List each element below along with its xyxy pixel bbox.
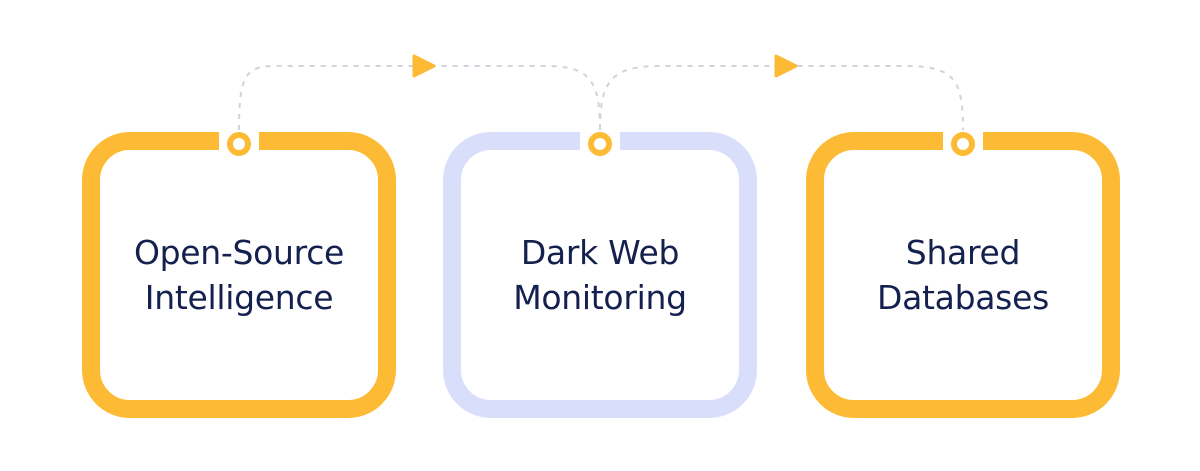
step-label-line: Shared xyxy=(905,233,1021,272)
step-label-line: Dark Web xyxy=(520,233,680,272)
arrowhead-icon xyxy=(774,54,798,78)
step-card-open-source-intelligence: Open-Source Intelligence xyxy=(82,132,396,418)
step-label-line: Intelligence xyxy=(144,278,334,317)
step-label: Open-Source Intelligence xyxy=(109,230,369,320)
step-label-line: Monitoring xyxy=(513,278,687,317)
step-card-dark-web-monitoring: Dark Web Monitoring xyxy=(443,132,757,418)
connector-path-1 xyxy=(238,64,601,131)
step-label-line: Databases xyxy=(877,278,1049,317)
step-card-shared-databases: Shared Databases xyxy=(806,132,1120,418)
step-label: Shared Databases xyxy=(833,230,1093,320)
step-label: Dark Web Monitoring xyxy=(470,230,730,320)
step-label-line: Open-Source xyxy=(133,233,345,272)
arrowhead-icon xyxy=(412,54,436,78)
connector-path-2 xyxy=(599,65,964,131)
